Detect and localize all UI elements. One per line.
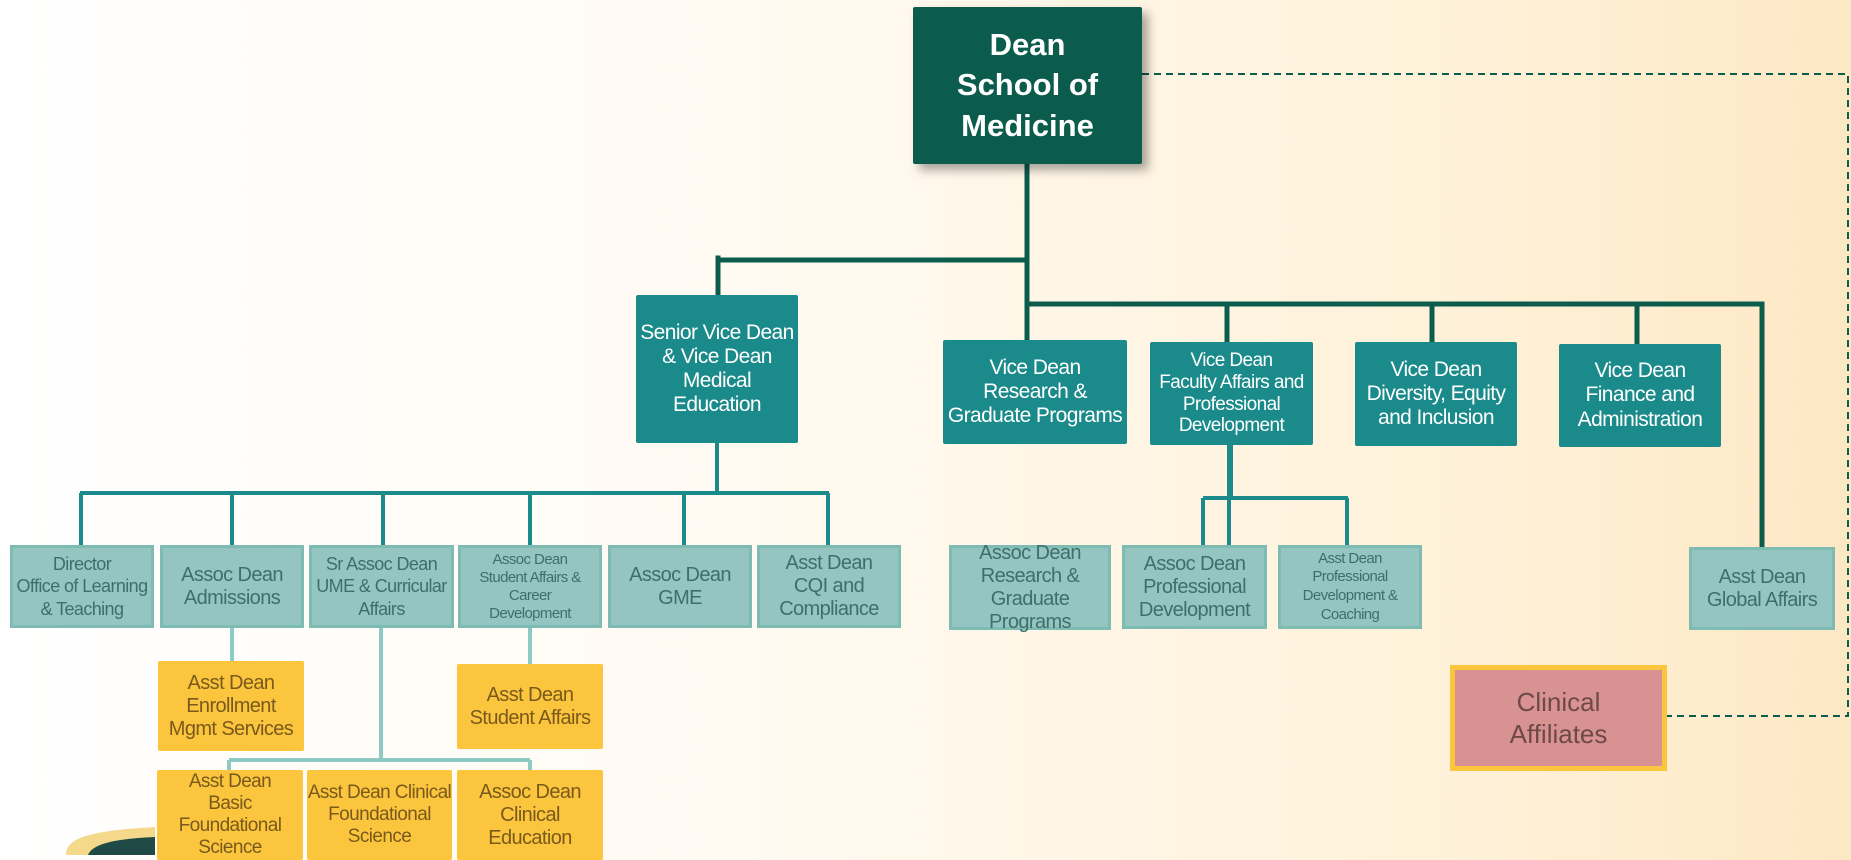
vice-dean-research-box: Vice Dean Research & Graduate Programs [943, 340, 1127, 444]
assoc-dean-admissions-box: Assoc Dean Admissions [160, 545, 304, 628]
director-olt-box: Director Office of Learning & Teaching [10, 545, 154, 628]
assoc-dean-student-affairs-box: Assoc Dean Student Affairs & Career Deve… [458, 545, 602, 628]
vice-dean-medical-education-box: Senior Vice Dean & Vice Dean Medical Edu… [636, 295, 798, 443]
dean-box: Dean School of Medicine [913, 7, 1142, 164]
sr-assoc-dean-ume-box: Sr Assoc Dean UME & Curricular Affairs [309, 545, 454, 628]
assoc-dean-clinical-education-box: Assoc Dean Clinical Education [457, 770, 603, 860]
assoc-dean-gme-box: Assoc Dean GME [608, 545, 752, 628]
clinical-affiliates-box: Clinical Affiliates [1450, 665, 1667, 771]
asst-dean-student-affairs-box: Asst Dean Student Affairs [457, 664, 603, 749]
corner-ribbon-graphic [66, 827, 155, 855]
vice-dean-finance-box: Vice Dean Finance and Administration [1559, 344, 1721, 447]
asst-dean-basic-science-box: Asst Dean Basic Foundational Science [157, 770, 303, 860]
vice-dean-faculty-affairs-box: Vice Dean Faculty Affairs and Profession… [1150, 342, 1313, 445]
asst-dean-global-affairs-box: Asst Dean Global Affairs [1689, 547, 1835, 630]
asst-dean-clinical-foundational-box: Asst Dean Clinical Foundational Science [307, 770, 452, 860]
assoc-dean-research-box: Assoc Dean Research & Graduate Programs [949, 542, 1111, 633]
asst-dean-cqi-box: Asst Dean CQI and Compliance [757, 545, 901, 628]
vice-dean-diversity-box: Vice Dean Diversity, Equity and Inclusio… [1355, 342, 1517, 446]
asst-dean-enrollment-box: Asst Dean Enrollment Mgmt Services [158, 661, 304, 751]
assoc-dean-professional-development-box: Assoc Dean Professional Development [1122, 545, 1267, 629]
asst-dean-professional-development-coaching-box: Asst Dean Professional Development & Coa… [1278, 545, 1422, 629]
